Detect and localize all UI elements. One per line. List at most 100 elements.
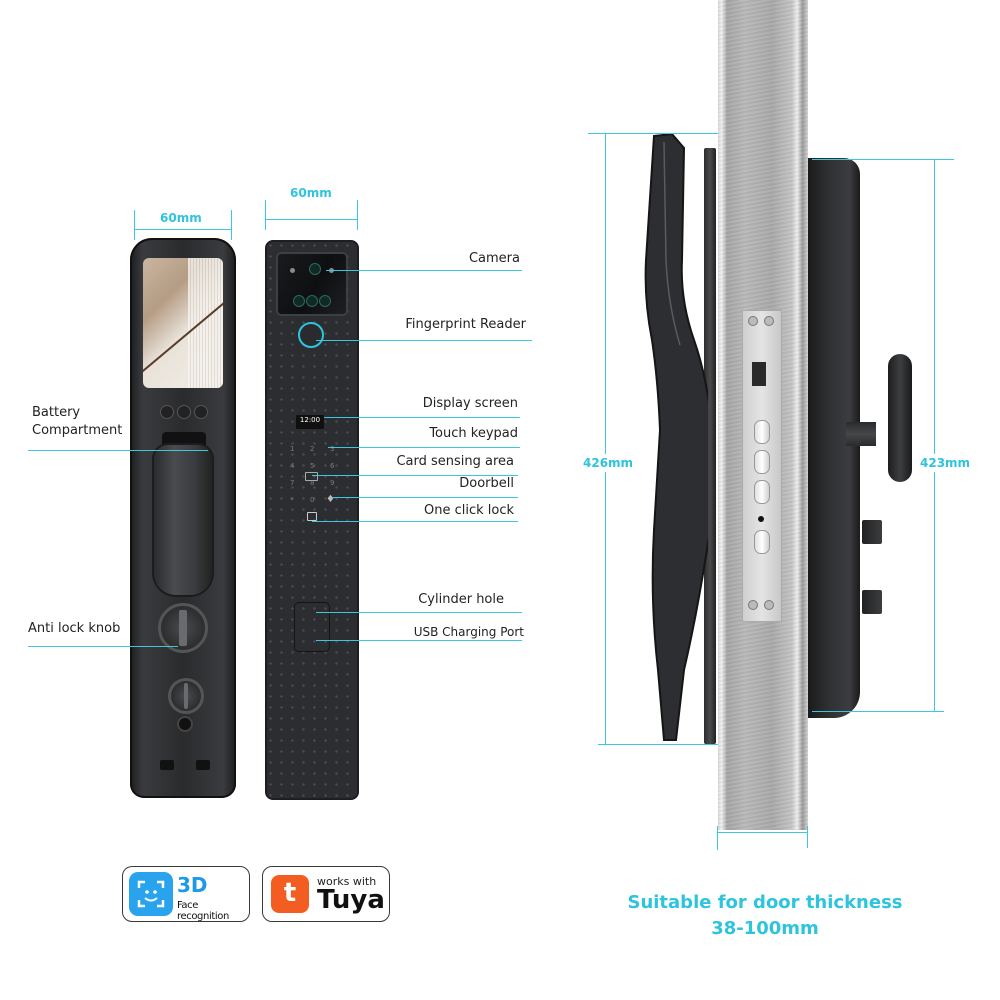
tuya-badge: t works with Tuya xyxy=(262,866,390,922)
door-thickness-note-line2: 38-100mm xyxy=(711,918,819,939)
face-recognition-badge: 3D Face recognition xyxy=(122,866,250,922)
key-2[interactable]: 2 xyxy=(310,445,315,453)
callout-touch-keypad: Touch keypad xyxy=(429,426,518,441)
tuya-badge-title: Tuya xyxy=(317,885,385,915)
front-display-screen xyxy=(143,258,223,388)
front-button-3[interactable] xyxy=(194,405,208,419)
key-star[interactable]: * xyxy=(290,496,294,504)
callout-fingerprint-leader xyxy=(316,340,532,341)
front-height-bottom-line xyxy=(598,744,718,745)
door-thickness-line xyxy=(717,832,807,833)
label-bg xyxy=(580,454,636,472)
callout-fingerprint: Fingerprint Reader xyxy=(405,317,526,332)
mini-display-screen: 12:00 xyxy=(296,415,324,429)
rear-height-bottom-line xyxy=(812,711,944,712)
callout-usb-port: USB Charging Port xyxy=(413,625,524,639)
fingerprint-reader[interactable] xyxy=(298,322,324,348)
callout-card-leader xyxy=(312,475,518,476)
door-thickness-note-line1: Suitable for door thickness xyxy=(627,892,903,913)
back-width-line xyxy=(265,219,357,220)
back-width-tick-left xyxy=(265,200,266,230)
key-9[interactable]: 9 xyxy=(330,479,335,487)
key-8[interactable]: 8 xyxy=(310,479,315,487)
front-width-label: 60mm xyxy=(160,211,202,225)
front-button-2[interactable] xyxy=(177,405,191,419)
cylinder-hole-cover xyxy=(294,602,330,652)
face-scan-icon xyxy=(129,872,173,916)
battery-slot xyxy=(162,432,206,448)
callout-display-screen: Display screen xyxy=(422,396,518,411)
screw-hole xyxy=(764,316,774,326)
inner-back-plate xyxy=(704,148,716,744)
callout-keypad-leader xyxy=(328,447,520,448)
deadbolt-2 xyxy=(754,450,770,474)
ir-lens-3 xyxy=(319,295,331,307)
back-width-label: 60mm xyxy=(290,186,332,200)
callout-cylinder-leader xyxy=(316,612,522,613)
doorbell-icon[interactable]: ♦ xyxy=(326,494,335,505)
label-bg xyxy=(918,454,974,472)
front-width-tick-right xyxy=(231,210,232,240)
callout-usb-leader xyxy=(316,640,522,641)
ir-lens-2 xyxy=(306,295,318,307)
callout-anti-lock-knob: Anti lock knob xyxy=(28,621,121,636)
front-handle[interactable] xyxy=(154,445,212,595)
rear-button-1[interactable] xyxy=(862,520,882,544)
callout-card-sensing: Card sensing area xyxy=(396,454,514,469)
deadbolt-3 xyxy=(754,480,770,504)
rear-button-2[interactable] xyxy=(862,590,882,614)
screw-hole xyxy=(748,316,758,326)
deadbolt-4 xyxy=(754,530,770,554)
front-height-line xyxy=(605,133,606,744)
keyhole xyxy=(177,716,193,732)
latch-bolt xyxy=(752,362,766,386)
callout-battery-line1: Battery xyxy=(32,405,81,420)
faceplate-hole xyxy=(758,516,764,522)
anti-lock-knob[interactable] xyxy=(158,603,208,653)
callout-doorbell: Doorbell xyxy=(459,476,514,491)
callout-camera: Camera xyxy=(468,251,520,266)
callout-doorbell-leader xyxy=(332,497,518,498)
cylinder-knob[interactable] xyxy=(168,678,204,714)
front-button-1[interactable] xyxy=(160,405,174,419)
tuya-logo-icon: t xyxy=(271,875,309,913)
callout-display-leader xyxy=(324,417,520,418)
tuya-badge-top: works with xyxy=(317,875,377,888)
thumb-turn-stem xyxy=(846,422,876,446)
key-4[interactable]: 4 xyxy=(290,462,295,470)
front-height-top-line xyxy=(588,133,718,134)
key-0[interactable]: 0 xyxy=(310,496,315,504)
lock-icon[interactable] xyxy=(307,512,317,521)
callout-battery-leader xyxy=(28,450,208,451)
face-badge-subtitle: Face recognition xyxy=(177,900,229,922)
rear-height-line xyxy=(934,159,935,711)
front-foot-left xyxy=(160,760,174,770)
camera-sensor-left xyxy=(290,268,295,273)
front-height-label: 426mm xyxy=(583,456,634,470)
callout-battery-line2: Compartment xyxy=(32,423,123,438)
face-badge-title: 3D xyxy=(177,873,208,897)
callout-cylinder-hole: Cylinder hole xyxy=(418,592,504,607)
callout-camera-leader xyxy=(326,270,522,271)
callout-one-click-lock: One click lock xyxy=(423,503,514,518)
door-thickness-tick-left xyxy=(717,826,718,850)
front-width-tick-left xyxy=(134,210,135,240)
ir-lens-1 xyxy=(293,295,305,307)
screw-hole xyxy=(764,600,774,610)
front-foot-right xyxy=(196,760,210,770)
key-1[interactable]: 1 xyxy=(290,445,295,453)
rear-height-top-line xyxy=(812,159,954,160)
outer-handle[interactable] xyxy=(628,130,708,750)
back-width-tick-right xyxy=(357,200,358,230)
key-3[interactable]: 3 xyxy=(330,445,335,453)
key-6[interactable]: 6 xyxy=(330,462,335,470)
card-icon xyxy=(305,472,318,481)
front-width-line xyxy=(134,229,231,230)
key-7[interactable]: 7 xyxy=(290,479,295,487)
screw-hole xyxy=(748,600,758,610)
thumb-turn[interactable] xyxy=(888,354,912,482)
rear-height-label: 423mm xyxy=(920,456,971,470)
deadbolt-1 xyxy=(754,420,770,444)
key-5[interactable]: 5 xyxy=(310,462,315,470)
callout-lock-leader xyxy=(312,521,518,522)
